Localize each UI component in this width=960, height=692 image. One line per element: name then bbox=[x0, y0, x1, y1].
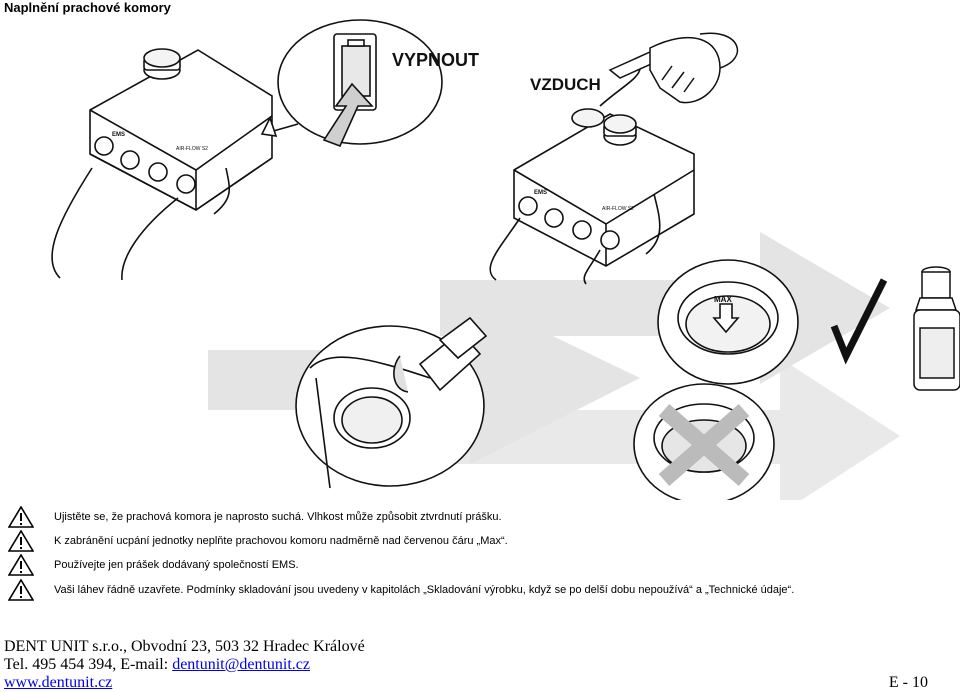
warning-text: Používejte jen prášek dodávaný společnos… bbox=[54, 559, 299, 571]
label-air: VZDUCH bbox=[530, 75, 601, 94]
svg-text:AIR-FLOW S2: AIR-FLOW S2 bbox=[176, 146, 208, 152]
warning-text: Vaši láhev řádně uzavřete. Podmínky skla… bbox=[54, 584, 795, 596]
footer-contact: Tel. 495 454 394, E-mail: dentunit@dentu… bbox=[4, 656, 310, 674]
footer-email-link[interactable]: dentunit@dentunit.cz bbox=[172, 656, 310, 673]
label-off: VYPNOUT bbox=[392, 50, 479, 70]
svg-text:EMS: EMS bbox=[112, 132, 125, 138]
warning-row: K zabránění ucpání jednotky neplňte prac… bbox=[8, 529, 508, 553]
footer-phone: Tel. 495 454 394, E-mail: bbox=[4, 656, 173, 673]
warning-row: Vaši láhev řádně uzavřete. Podmínky skla… bbox=[8, 578, 794, 602]
warning-row: Používejte jen prášek dodávaný společnos… bbox=[8, 553, 299, 577]
pouring-zoom bbox=[295, 316, 488, 489]
warning-triangle-icon bbox=[8, 506, 34, 528]
warning-text: K zabránění ucpání jednotky neplňte prac… bbox=[54, 535, 508, 547]
page-number: E - 10 bbox=[888, 674, 928, 691]
warning-text: Ujistěte se, že prachová komora je napro… bbox=[54, 511, 502, 523]
device-right: EMS AIR-FLOW S2 bbox=[489, 67, 695, 285]
footer-website-link[interactable]: www.dentunit.cz bbox=[4, 674, 113, 691]
chamber-ok-zoom bbox=[657, 259, 799, 385]
chamber-overfilled-zoom bbox=[633, 383, 775, 500]
checkmark-icon bbox=[830, 278, 888, 365]
svg-text:EMS: EMS bbox=[534, 190, 547, 196]
powder-bottle bbox=[913, 266, 960, 391]
illustration: EMS AIR-FLOW S2 VYPNOUT EMS AIR-FLOW S2 … bbox=[51, 19, 960, 500]
label-max: MAX bbox=[714, 295, 732, 304]
footer-company: DENT UNIT s.r.o., Obvodní 23, 503 32 Hra… bbox=[4, 638, 365, 655]
warning-triangle-icon bbox=[8, 579, 34, 601]
device-left: EMS AIR-FLOW S2 bbox=[51, 48, 273, 281]
warning-triangle-icon bbox=[8, 530, 34, 552]
warning-row: Ujistěte se, že prachová komora je napro… bbox=[8, 505, 502, 529]
footer-website-row: www.dentunit.cz bbox=[4, 674, 112, 692]
switch-zoom bbox=[260, 19, 443, 148]
air-gun-hand bbox=[608, 32, 739, 104]
warning-triangle-icon bbox=[8, 554, 34, 576]
svg-text:AIR-FLOW S2: AIR-FLOW S2 bbox=[602, 206, 634, 212]
page-title: Naplnění prachové komory bbox=[4, 0, 171, 15]
